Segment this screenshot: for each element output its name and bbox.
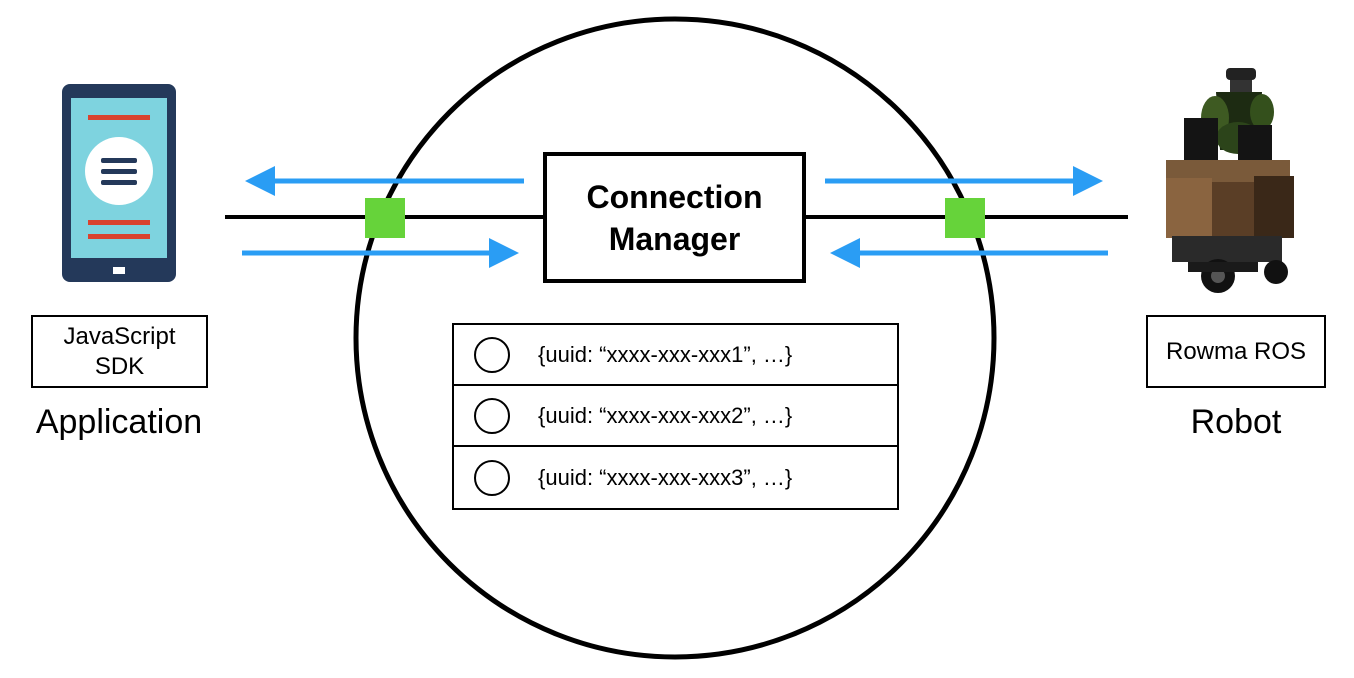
robot-caption: Robot (1190, 403, 1282, 441)
left-websocket-connector (365, 198, 405, 238)
session-text: {uuid: “xxxx-xxx-xxx2”, …} (538, 402, 793, 428)
session-circle-icon (474, 459, 510, 496)
connection-manager-line2: Manager (608, 220, 741, 257)
connection-manager-line1: Connection (586, 178, 763, 215)
session-text: {uuid: “xxxx-xxx-xxx1”, …} (538, 341, 793, 367)
javascript-sdk-box: JavaScript SDK (31, 315, 208, 388)
session-row: {uuid: “xxxx-xxx-xxx3”, …} (454, 447, 897, 508)
session-row: {uuid: “xxxx-xxx-xxx1”, …} (454, 325, 897, 386)
right-websocket-connector (945, 198, 985, 238)
rowma-ros-box: Rowma ROS (1146, 315, 1326, 388)
sdk-label-line1: JavaScript (63, 322, 176, 350)
session-circle-icon (474, 397, 510, 434)
rowma-ros-label: Rowma ROS (1165, 337, 1307, 365)
smartphone-icon (62, 84, 176, 282)
session-circle-icon (474, 336, 510, 373)
session-list: {uuid: “xxxx-xxx-xxx1”, …} {uuid: “xxxx-… (452, 323, 899, 510)
session-text: {uuid: “xxxx-xxx-xxx3”, …} (538, 464, 793, 490)
application-caption: Application (35, 403, 203, 441)
server-boundary-circle (353, 16, 997, 660)
session-row: {uuid: “xxxx-xxx-xxx2”, …} (454, 386, 897, 447)
sdk-label-line2: SDK (94, 352, 145, 380)
robot-image (1166, 68, 1294, 293)
connection-manager-box: Connection Manager (543, 152, 806, 283)
